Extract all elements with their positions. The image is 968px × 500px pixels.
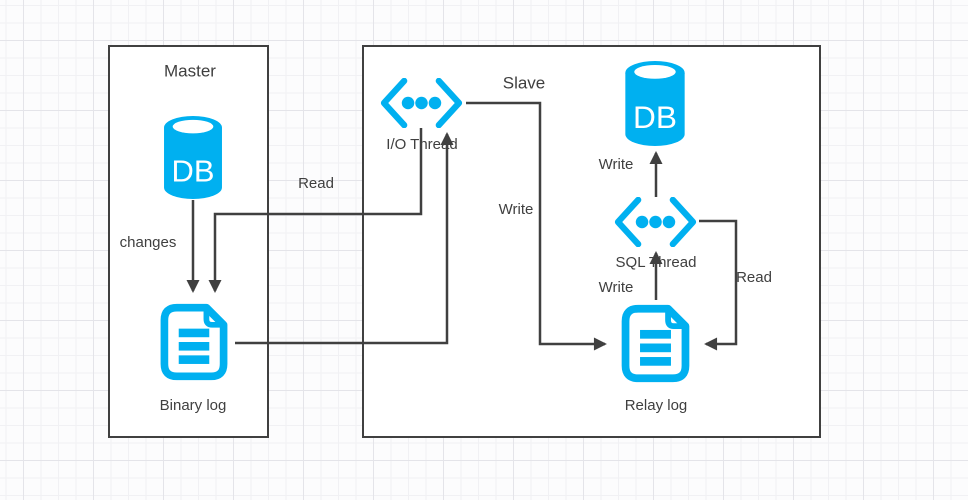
slave-title: Slave: [502, 73, 546, 93]
master-database-icon: DB: [160, 115, 226, 200]
edge-label-read-relay: Read: [736, 268, 772, 286]
edge-label-write-relay-from-io: Write: [498, 200, 534, 218]
sql-thread-label: SQL Thread: [615, 253, 697, 271]
io-thread-icon: [378, 78, 465, 128]
edge-label-write-db: Write: [598, 155, 634, 173]
slave-db-text: DB: [633, 99, 677, 135]
binary-log-label: Binary log: [159, 396, 227, 414]
binary-log-document-icon: [152, 297, 236, 387]
relay-log-label: Relay log: [624, 396, 688, 414]
slave-database-icon: DB: [621, 60, 689, 147]
master-db-text: DB: [172, 154, 215, 189]
master-title: Master: [164, 61, 216, 81]
edge-label-write-relay: Write: [598, 278, 634, 296]
edge-label-read-binlog: Read: [298, 174, 334, 192]
changes-label: changes: [119, 233, 177, 251]
sql-thread-icon: [612, 197, 699, 247]
io-thread-label: I/O Thread: [386, 135, 458, 153]
relay-log-document-icon: [612, 300, 699, 387]
